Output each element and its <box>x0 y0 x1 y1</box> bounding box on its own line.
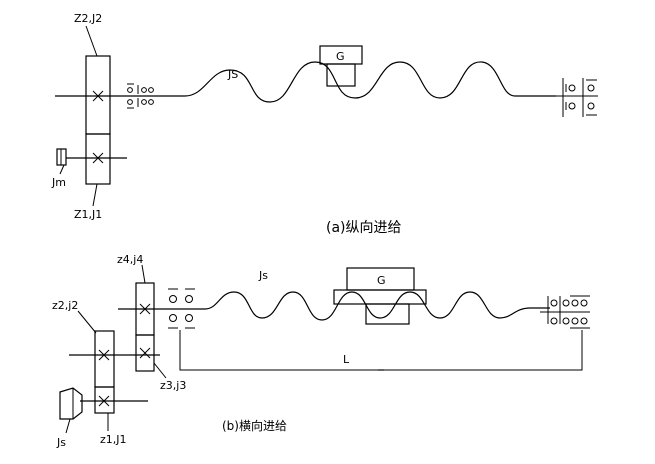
lead-screw-b <box>204 291 550 321</box>
leader-z1 <box>92 183 98 207</box>
label-motor-js: Js <box>56 436 66 449</box>
motor-js <box>59 387 83 420</box>
table-g-nut-a <box>326 63 356 87</box>
leader-z2b <box>77 310 97 334</box>
caption-a: (a)纵向进给 <box>326 220 402 236</box>
gear-z1-box <box>85 133 111 185</box>
label-screw-a: JS <box>227 68 238 81</box>
bearing-right-a <box>556 78 598 117</box>
label-table-a: G <box>336 50 345 63</box>
gear-z2b-box <box>94 330 115 388</box>
label-z2-j2: Z2,J2 <box>74 12 102 25</box>
label-screw-b: Js <box>258 269 268 282</box>
leader-z4 <box>141 264 146 284</box>
bearing-left-b <box>168 288 195 329</box>
table-g-nut-b <box>365 303 410 325</box>
leader-js <box>65 418 71 434</box>
diagram-b: z4,j4 z2,j2 z3,j3 z1,J1 Js Js G L (b)横向进… <box>52 253 590 449</box>
label-z4-j4: z4,j4 <box>117 253 143 266</box>
label-jm: Jm <box>51 176 66 189</box>
gear-z3-box <box>135 334 155 372</box>
label-length: L <box>343 353 350 366</box>
diagram-a: Z2,J2 Jm Z1,J1 JS G (a)纵向进给 <box>51 12 598 236</box>
label-table-b: G <box>377 274 386 287</box>
bearing-left-a <box>127 83 154 109</box>
bearing-right-b <box>540 295 590 329</box>
leader-jm <box>59 164 65 175</box>
label-z3-j3: z3,j3 <box>160 379 186 392</box>
lead-screw-a <box>184 61 556 103</box>
label-z1-j1: Z1,J1 <box>74 208 102 221</box>
caption-b: (b)横向进给 <box>222 418 287 433</box>
leader-z2 <box>85 25 98 57</box>
gear-z1b-box <box>94 386 115 414</box>
gear-z2-box <box>85 55 111 135</box>
length-line-l <box>179 330 583 371</box>
label-z1-j1-b: z1,J1 <box>100 433 127 446</box>
leader-z3 <box>153 362 167 379</box>
label-z2-j2-b: z2,j2 <box>52 299 78 312</box>
